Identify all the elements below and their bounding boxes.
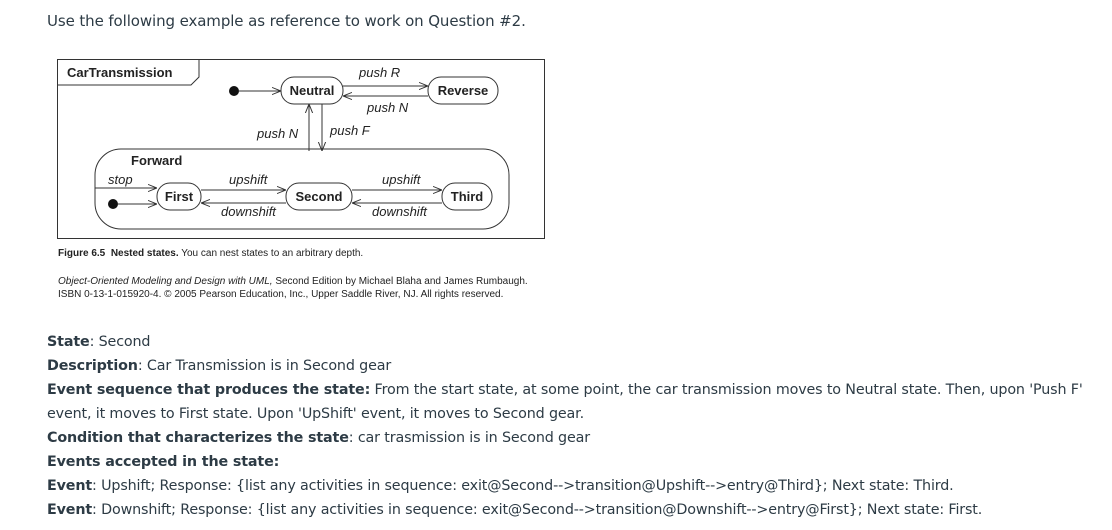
state-label: State [47, 334, 90, 350]
state-third [441, 182, 493, 211]
figure-number: Figure 6.5 [58, 248, 106, 259]
event-value: Downshift; Response: {list any activitie… [101, 502, 983, 518]
state-first-label: First [165, 189, 194, 204]
state-third-label: Third [451, 189, 484, 204]
description-line: Description: Car Transmission is in Seco… [47, 358, 392, 374]
event-item: Event: Downshift; Response: {list any ac… [47, 502, 983, 518]
transition-push-n-reverse-label: push N [366, 100, 409, 115]
state-diagram: CarTransmission Neutral Reverse push R p… [57, 59, 545, 239]
figure-title: Nested states. [110, 248, 179, 259]
transition-downshift-2-1-label: downshift [221, 204, 277, 219]
state-neutral-label: Neutral [290, 83, 335, 98]
inner-initial-pseudostate-icon [108, 199, 118, 209]
condition-value: car trasmission is in Second gear [357, 430, 590, 446]
state-answer: State: Second Description: Car Transmiss… [47, 330, 1102, 522]
event-sequence-label: Event sequence that produces the state: [47, 382, 371, 398]
event-label: Event [47, 502, 93, 518]
state-second-label: Second [296, 189, 343, 204]
event-sequence-value: From the start state, at some point, the… [47, 382, 1083, 422]
transition-push-f-label: push F [329, 123, 371, 138]
state-reverse-label: Reverse [438, 83, 489, 98]
frame-title-tab [57, 59, 200, 86]
event-label: Event [47, 478, 93, 494]
state-forward [94, 148, 510, 230]
event-value: Upshift; Response: {list any activities … [101, 478, 954, 494]
state-reverse [427, 76, 499, 105]
transition-push-n-forward-label: push N [256, 126, 299, 141]
frame-title: CarTransmission [67, 65, 173, 80]
state-forward-label: Forward [131, 153, 182, 168]
transition-stop-label: stop [108, 172, 133, 187]
event-sequence-line: Event sequence that produces the state: … [47, 378, 1102, 426]
credit-text: Second Edition by Michael Blaha and Jame… [58, 276, 528, 300]
transition-upshift-2-3-label: upshift [382, 172, 422, 187]
event-item: Event: Upshift; Response: {list any acti… [47, 478, 954, 494]
intro-text: Use the following example as reference t… [47, 12, 526, 30]
initial-pseudostate-icon [229, 86, 239, 96]
events-accepted-line: Events accepted in the state: [47, 450, 1102, 474]
transition-push-r-label: push R [358, 65, 400, 80]
figure-caption: Figure 6.5 Nested states. You can nest s… [58, 248, 538, 259]
condition-label: Condition that characterizes the state [47, 430, 349, 446]
figure-text: You can nest states to an arbitrary dept… [181, 248, 364, 259]
events-accepted-label: Events accepted in the state: [47, 454, 280, 470]
transition-upshift-1-2-label: upshift [229, 172, 269, 187]
description-label: Description [47, 358, 138, 374]
state-value: Second [98, 334, 151, 350]
state-first [156, 182, 202, 211]
description-value: Car Transmission is in Second gear [146, 358, 392, 374]
diagram-frame [57, 59, 545, 239]
transition-downshift-3-2-label: downshift [372, 204, 428, 219]
state-diagram-figure: CarTransmission Neutral Reverse push R p… [57, 59, 545, 239]
book-title: Object-Oriented Modeling and Design with… [58, 276, 273, 287]
state-second [285, 182, 353, 211]
figure-credit: Object-Oriented Modeling and Design with… [58, 276, 528, 301]
condition-line: Condition that characterizes the state: … [47, 430, 590, 446]
state-line: State: Second [47, 334, 151, 350]
